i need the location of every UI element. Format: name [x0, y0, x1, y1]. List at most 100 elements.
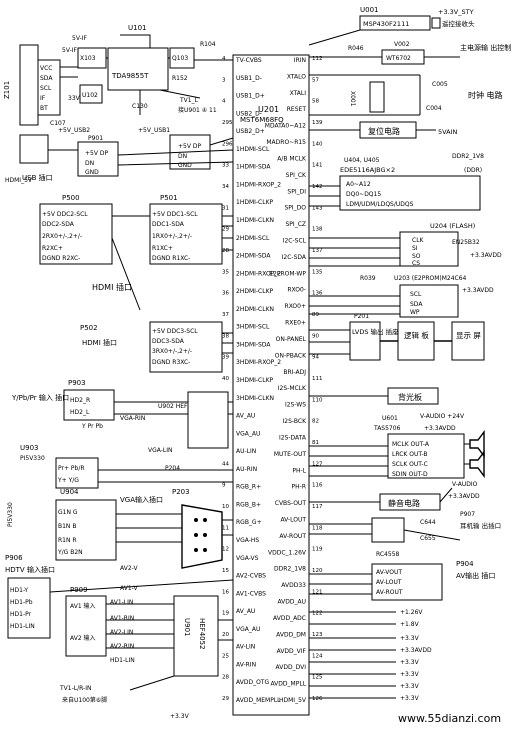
pi5v-label: PI5V330	[20, 455, 45, 462]
main-ic-pin-left: 3HDMI-RXOP_2	[236, 359, 281, 366]
ypbpr-pins: Y Pr Pb	[81, 423, 103, 430]
u903-label: U903	[20, 444, 38, 452]
usb-wires	[48, 137, 234, 166]
vga-pin	[194, 518, 198, 522]
v33-r1: +3.3V	[400, 635, 420, 642]
main-ic-pin-num-left: 11	[222, 525, 229, 531]
vga-pin	[203, 548, 207, 552]
main-ic-pin-left: AVDD_OTG	[236, 679, 269, 686]
hdtv-label: HDTV 输入插口	[5, 565, 55, 574]
main-ic-pin-left: 3HDMI-CLKN	[236, 395, 274, 402]
tv1-label: TV1-L/R-IN	[59, 685, 91, 692]
ddr-b: DQ0~DQ15	[346, 191, 381, 198]
dc1-gnd: DGND R1XC-	[152, 255, 190, 262]
usb2-label: +5V_USB2	[58, 127, 90, 134]
ddr-tag: (DDR)	[464, 167, 482, 174]
ee-vdd: +3.3AVDD	[462, 287, 494, 294]
avout-box	[371, 563, 443, 601]
vaudio2: V-AUDIO	[452, 481, 478, 488]
main-ic-pin-left: VGA_AU	[236, 626, 260, 633]
amp-mclk: MCLK OUT-A	[392, 441, 430, 448]
p901-label: P901	[88, 135, 103, 142]
hd2r-label: HD2_R	[70, 397, 90, 404]
main-ic-pin-left: AVDD_MEMPLL	[236, 697, 281, 704]
av2lin: AV2-LIN	[110, 629, 133, 636]
avout-l: AV-LOUT	[376, 579, 402, 586]
dc2-rx: 2RX0+/-,2+/-	[42, 233, 82, 240]
spi-wires	[309, 237, 400, 267]
tuner-bt: BT	[40, 105, 48, 112]
av1rin: AV1-RIN	[110, 615, 134, 622]
u601-label: U601	[382, 415, 398, 422]
tuner-sda: SDA	[40, 75, 53, 82]
q103-label: Q103	[172, 55, 188, 62]
dc2-gnd: DGND R2XC-	[42, 255, 80, 262]
main-ic-pin-right: AVDD_DM	[276, 631, 306, 638]
pwr-label: 主电源输 出控制	[460, 43, 511, 52]
main-ic-pin-left: 1HDMI-SDA	[236, 164, 271, 171]
hdmi-in2-label: HDMI 插口	[82, 338, 117, 347]
hdmi3-wires	[222, 332, 233, 354]
hef-label: HEF4052	[198, 618, 206, 650]
main-ic-pin-right: ON-PBACK	[275, 352, 307, 359]
power-wires	[309, 611, 396, 699]
usb1-gnd: GND	[178, 162, 192, 169]
main-ic-pin-left: VGA-VS	[236, 555, 259, 562]
avout-r: AV-ROUT	[376, 589, 403, 596]
main-ic-pin-num-left: 16	[222, 589, 229, 595]
av2rin: AV2-RIN	[110, 643, 134, 650]
main-ic-pin-left: 1HDMI-RXOP_2	[236, 181, 281, 188]
main-ic-pin-num-right: 126	[312, 696, 323, 702]
dc2-sda: DDC2-SDA	[42, 221, 75, 228]
msp-label: MSP430F2111	[363, 20, 409, 28]
ir-wires	[308, 29, 460, 58]
vga-pin	[203, 518, 207, 522]
x001-label: X001	[349, 91, 356, 107]
v24-label: V-AUDIO +24V	[420, 413, 465, 420]
tuner-5vtf: 5V-IF	[72, 35, 88, 42]
main-ic-pin-left: AV_AU	[236, 413, 255, 420]
av-in-section: P906 HDTV 输入插口 HD1-Y HD1-Pb HD1-Pr HD1-L…	[5, 554, 234, 720]
usb-section: USB 插口 +5V_USB2 +5V_USB1 +5V DP DN GND P…	[5, 127, 234, 184]
tuner-section: Z101 VCC SDA SCL IF BT 5V-IF 33V 5V-IF X…	[3, 24, 233, 127]
main-ic-pin-num-right: 141	[312, 163, 323, 169]
main-ic-pin-right: I2S-MCLK	[278, 385, 307, 392]
main-ic-pin-right: E2PROM-WP	[269, 270, 306, 277]
flash-so: SO	[412, 253, 421, 260]
main-ic-pin-num-right: 94	[312, 355, 319, 361]
amp-lrck: LRCK OUT-B	[392, 451, 428, 458]
main-ic-pin-num-left: 15	[222, 568, 229, 574]
usb1-dp: +5V DP	[178, 143, 201, 150]
p903-label: P903	[68, 379, 86, 387]
u903-pins-a: Pr+ Pb/R	[58, 465, 85, 472]
main-ic-pin-num-left: 28	[222, 248, 229, 254]
main-ic-pin-num-left: 35	[222, 269, 229, 275]
main-ic-pin-num-right: 125	[312, 675, 323, 681]
main-ic-pin-num-right: 57	[312, 77, 319, 83]
main-ic-pin-num-left: 12	[222, 547, 229, 553]
ear-label: 耳机输 出插口	[460, 521, 501, 530]
lvds-wires	[309, 329, 350, 355]
ee-wp: WP	[410, 309, 420, 316]
v33-r4: +3.3V	[400, 683, 420, 690]
hdtv-pb: HD1-Pb	[10, 599, 33, 606]
main-ic-pin-right: DDR2_1V8	[274, 566, 306, 573]
hdmi-dc3-block	[149, 321, 223, 373]
main-ic-pin-num-right: 117	[312, 504, 323, 510]
mute-label: 静音电路	[388, 498, 420, 508]
main-ic-pin-num-left: 296	[222, 141, 233, 147]
main-ic-pin-num-left: 25	[222, 653, 229, 659]
usb1-label: +5V_USB1	[138, 127, 170, 134]
flash-vdd: +3.3AVDD	[470, 252, 502, 259]
main-ic-pin-right: RXO0-	[287, 287, 306, 294]
usb2-dn: DN	[85, 160, 94, 167]
main-ic-pin-right: XTALI	[290, 90, 307, 97]
main-ic-pin-right: AVDD_AU	[277, 599, 306, 606]
main-ic-pin-left: USB1_D-	[236, 75, 262, 82]
main-ic-pin-num-right: 136	[312, 291, 323, 297]
r046-label: R046	[348, 45, 364, 52]
vga-pin	[194, 548, 198, 552]
main-ic-pin-num-right: 143	[312, 205, 323, 211]
main-ic-pin-left: VGA_AU	[236, 430, 260, 437]
